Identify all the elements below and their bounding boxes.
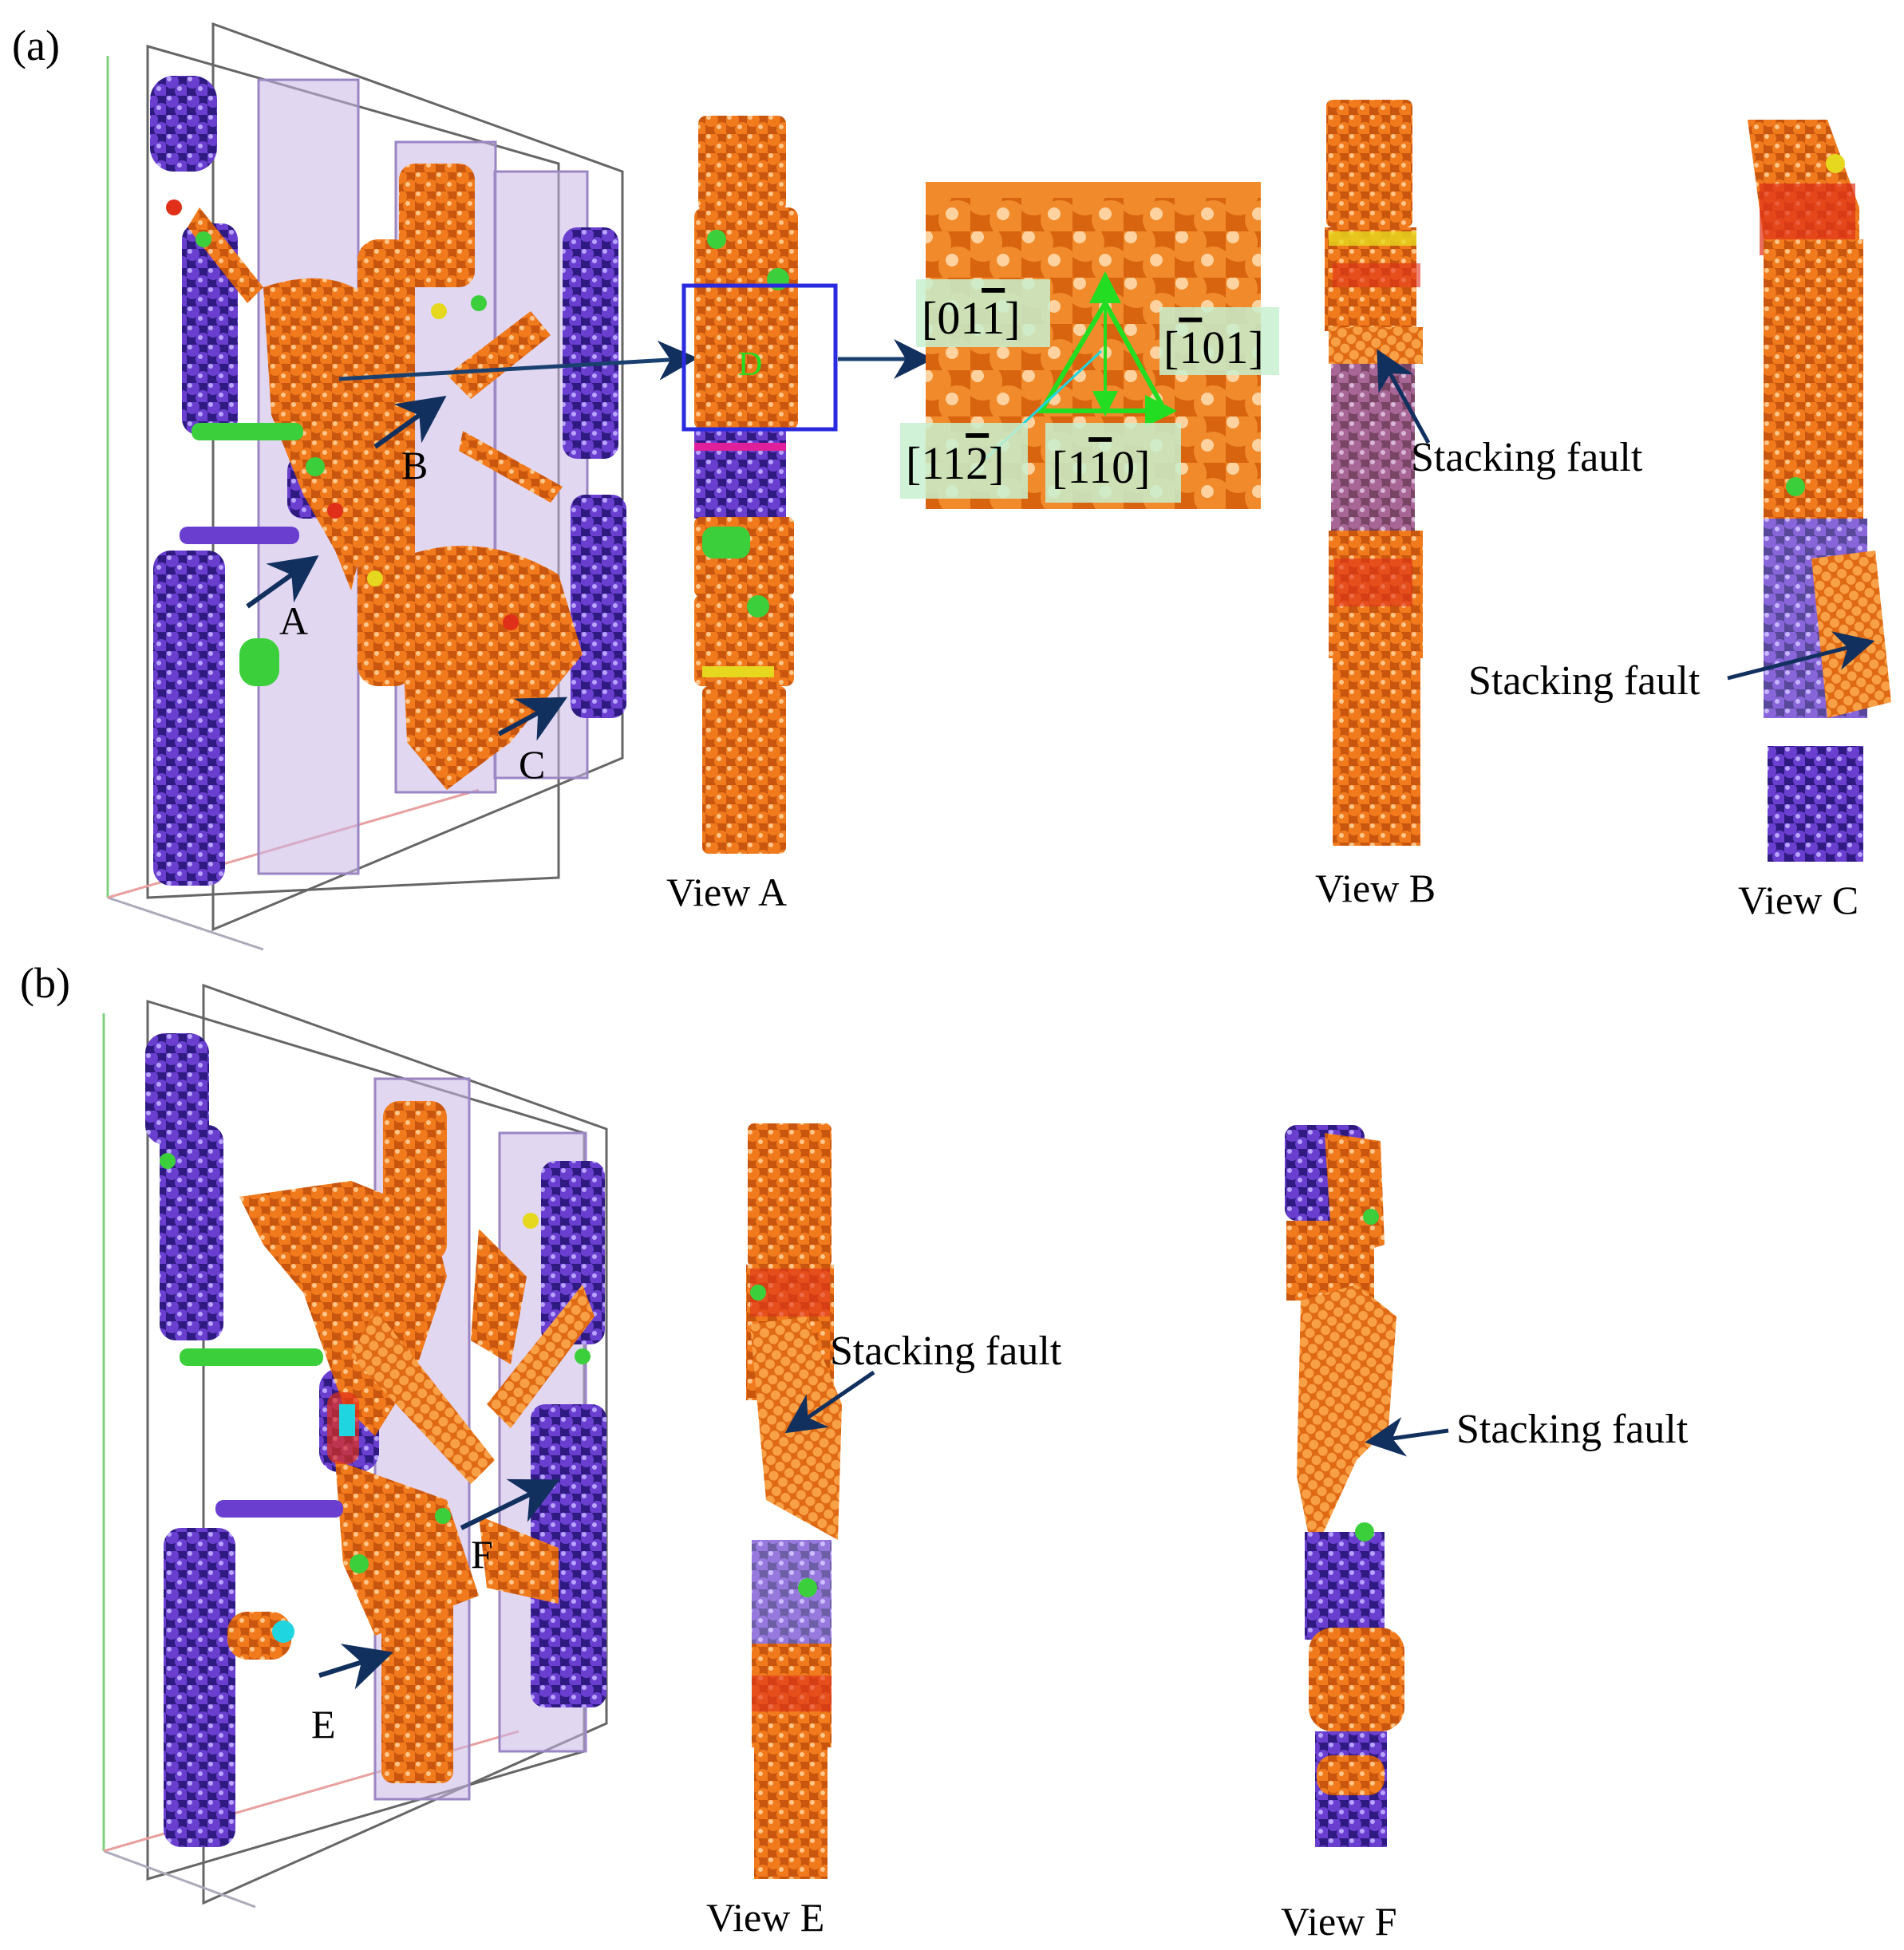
fcc-atoms-b (227, 1101, 595, 1783)
stacking-fault-arrow-b (1377, 349, 1431, 444)
stacking-fault-arrow-c (1727, 631, 1875, 681)
dir-label-112: [112] (906, 437, 1005, 489)
view-b-atoms (1325, 100, 1423, 846)
view-e-atoms (746, 1123, 842, 1879)
view-c-caption: View C (1738, 878, 1859, 922)
marker-B: B (401, 443, 428, 488)
panel-a-label: (a) (12, 22, 60, 69)
marker-F: F (471, 1532, 493, 1577)
view-b-caption: View B (1315, 866, 1436, 910)
panel-b-label: (b) (20, 959, 70, 1007)
view-f-atoms (1285, 1125, 1404, 1847)
region-D-label: D (738, 346, 762, 383)
panel-b: (b) (20, 959, 1689, 1944)
marker-E: E (311, 1702, 336, 1747)
view-f-caption: View F (1281, 1899, 1397, 1944)
dir-label-01-1: [011] (922, 292, 1021, 344)
defect-atoms-b (160, 1153, 591, 1643)
stacking-fault-label-c: Stacking fault (1468, 658, 1701, 704)
dir-label-101: [101] (1163, 322, 1264, 373)
stacking-fault-label-b: Stacking fault (1411, 435, 1643, 480)
view-c-atoms (1748, 120, 1891, 862)
stacking-fault-label-e: Stacking fault (830, 1328, 1062, 1374)
stacking-fault-arrow-e (784, 1370, 875, 1434)
view-e-caption: View E (706, 1895, 824, 1940)
marker-A: A (279, 598, 308, 643)
stacking-fault-arrow-f (1365, 1417, 1449, 1457)
view-a-atoms (694, 116, 798, 854)
direction-labels: [011] [101] [112] [110] (900, 279, 1279, 503)
link-arrow-1 (338, 340, 698, 381)
marker-C: C (519, 742, 545, 787)
panel-a: (a) (12, 22, 1891, 951)
marker-arrows-b (318, 1478, 560, 1690)
dir-label-1-10: [110] (1052, 441, 1151, 493)
region-D-box (681, 283, 838, 432)
defect-atoms-a (166, 199, 519, 686)
bcc-atoms-a (150, 76, 626, 886)
view-a-caption: View A (666, 870, 787, 914)
stacking-fault-label-f: Stacking fault (1456, 1407, 1689, 1452)
marker-arrows-a (246, 396, 568, 741)
